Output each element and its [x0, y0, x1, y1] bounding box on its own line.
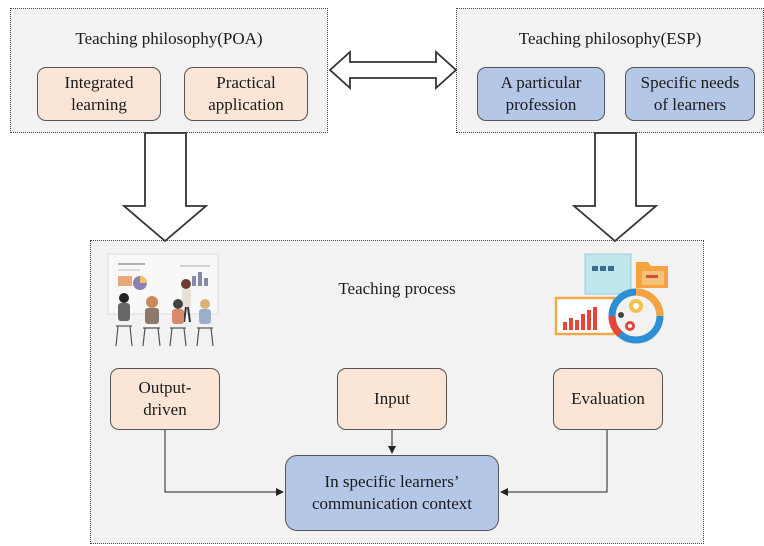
- poa-integrated-learning: Integrated learning: [37, 67, 161, 121]
- down-arrow-right-icon: [571, 132, 659, 243]
- process-title: Teaching process: [338, 279, 456, 298]
- center-communication-context: In specific learners’ communication cont…: [285, 455, 499, 531]
- esp-title: Teaching philosophy(ESP): [518, 29, 702, 48]
- esp-specific-needs: Specific needs of learners: [625, 67, 755, 121]
- step-output-driven: Output- driven: [110, 368, 220, 430]
- step-evaluation: Evaluation: [553, 368, 663, 430]
- double-arrow-icon: [328, 49, 458, 91]
- poa-panel: Teaching philosophy(POA) Integrated lear…: [10, 8, 328, 133]
- esp-panel: Teaching philosophy(ESP) A particular pr…: [456, 8, 764, 133]
- poa-title: Teaching philosophy(POA): [75, 29, 263, 48]
- connector-output: [164, 430, 284, 496]
- step-input: Input: [337, 368, 447, 430]
- esp-particular-profession: A particular profession: [477, 67, 605, 121]
- connector-evaluation: [500, 430, 608, 496]
- classroom-illustration-icon: [107, 253, 219, 347]
- poa-practical-application: Practical application: [184, 67, 308, 121]
- down-arrow-left-icon: [121, 132, 209, 243]
- analytics-illustration-icon: [554, 253, 668, 344]
